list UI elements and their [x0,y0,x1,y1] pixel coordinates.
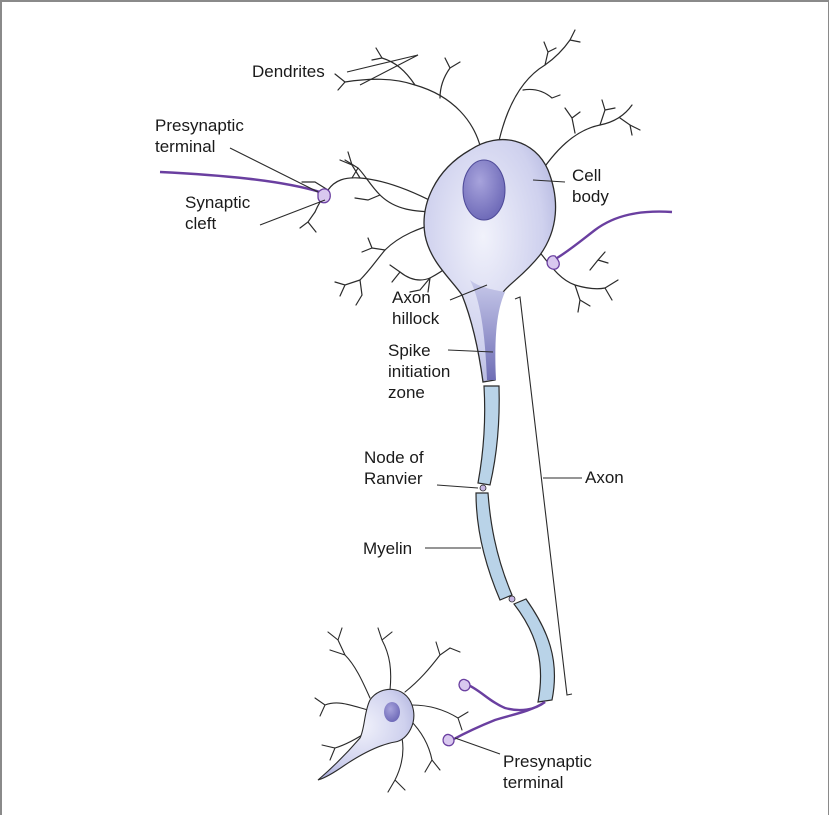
myelin-segments [476,386,554,702]
label-synaptic-cleft: Synaptic cleft [185,192,250,234]
label-cell-body: Cell body [572,165,609,207]
label-myelin: Myelin [363,538,412,559]
node-of-ranvier-dot [480,485,486,491]
nucleus [463,160,505,220]
axon-terminal-branches [443,679,545,745]
label-spike-initiation-zone: Spike initiation zone [388,340,450,403]
label-presynaptic-terminal-top: Presynaptic terminal [155,115,244,157]
postsynaptic-nucleus [384,702,400,722]
label-dendrites: Dendrites [252,61,325,82]
label-node-of-ranvier: Node of Ranvier [364,447,424,489]
label-presynaptic-terminal-bottom: Presynaptic terminal [503,751,592,793]
presynaptic-axon-right [547,212,672,270]
node-of-ranvier-dot-2 [509,596,515,602]
label-axon-hillock: Axon hillock [392,287,439,329]
label-axon: Axon [585,467,624,488]
